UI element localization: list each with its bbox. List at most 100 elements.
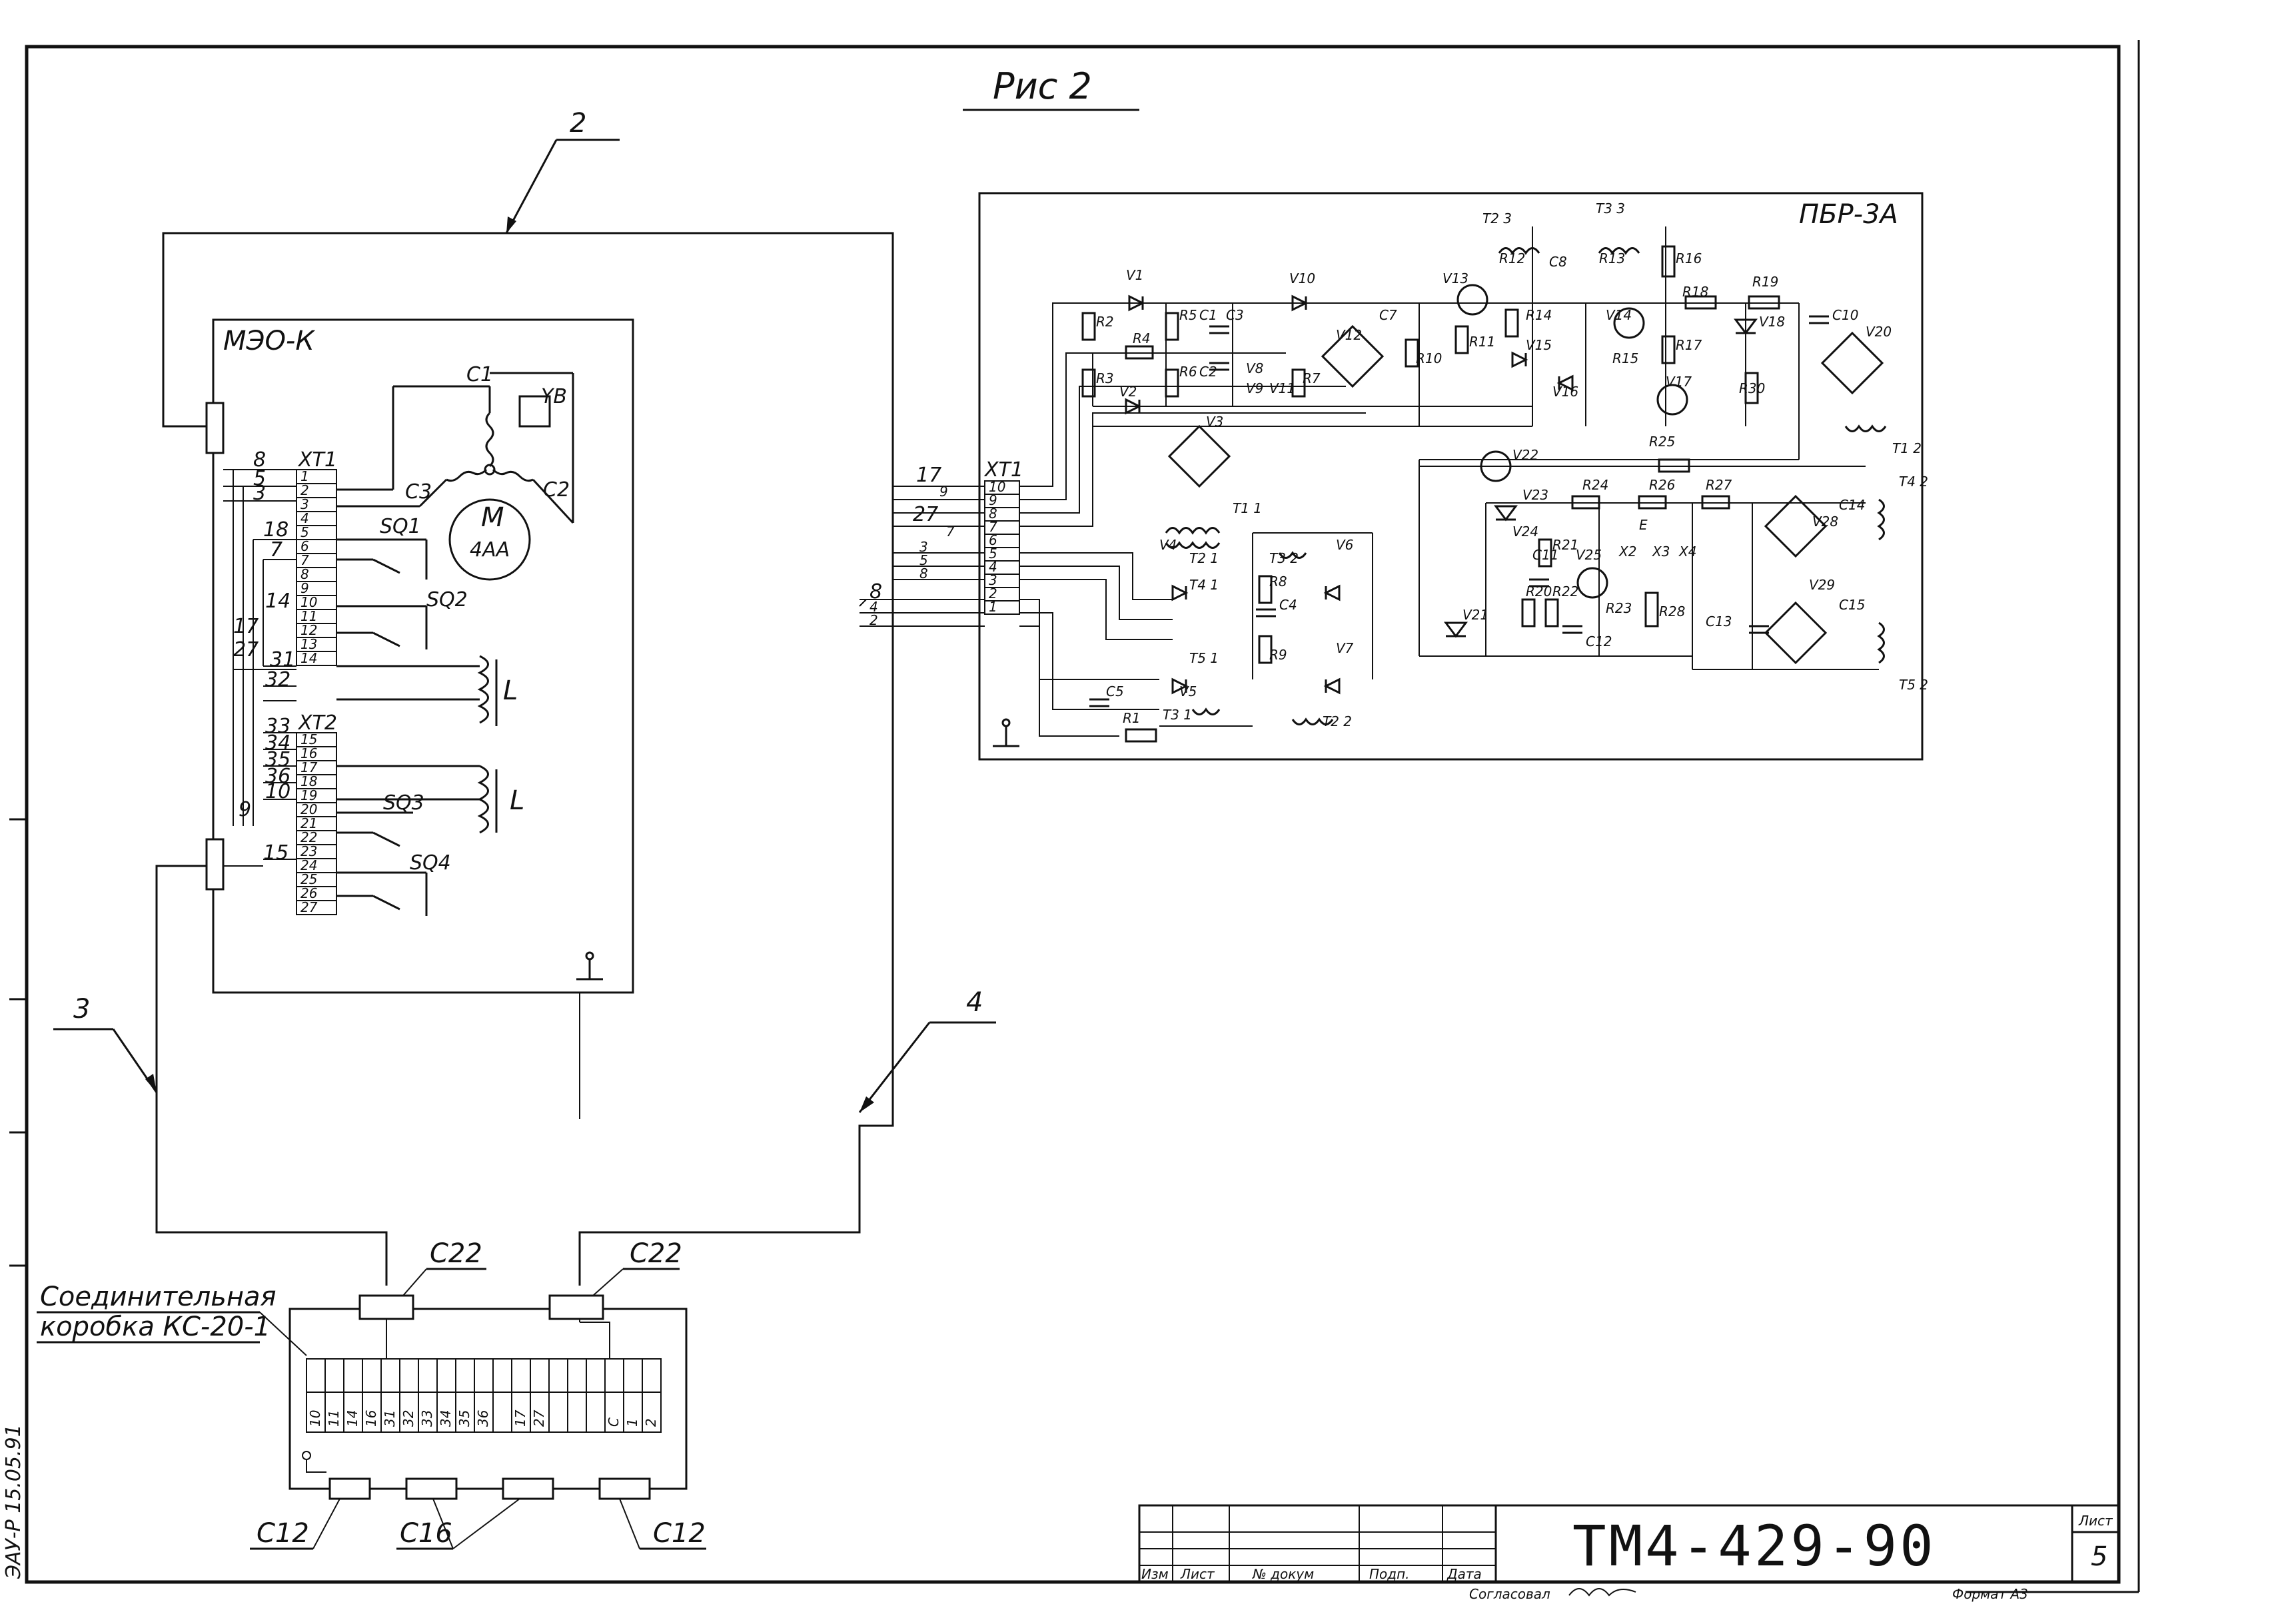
format-label: Формат А3 — [1952, 1586, 2028, 1602]
sq1-label: SQ1 — [380, 515, 421, 538]
c22-left-label: C22 — [430, 1238, 482, 1269]
xt2-terminal-number: 23 — [300, 843, 317, 859]
xt1-terminal-number: 5 — [300, 524, 309, 540]
component-label: C5 — [1106, 683, 1124, 699]
component-label: T2 1 — [1189, 550, 1219, 566]
yb-label: YB — [541, 385, 567, 408]
agreed-label: Согласовал — [1469, 1586, 1550, 1602]
box-terminal-number: 34 — [438, 1410, 454, 1427]
l1-label: L — [503, 675, 518, 706]
mzo-title: МЭО-К — [223, 326, 315, 356]
wire-label: 7 — [946, 524, 955, 540]
wire-label: 2 — [869, 612, 878, 628]
wire-label: 9 — [239, 798, 251, 821]
xt2-terminal-number: 18 — [300, 773, 317, 789]
l2-label: L — [510, 785, 524, 816]
component-label: V6 — [1336, 537, 1353, 553]
component-label: V3 — [1206, 414, 1223, 430]
component-label: V25 — [1576, 547, 1602, 563]
component-label: R7 — [1303, 370, 1321, 386]
rectifier-bridges — [1167, 324, 1884, 665]
c12-right-label: C12 — [653, 1518, 706, 1549]
document-code: ТМ4-429-90 — [1572, 1513, 1936, 1579]
component-label: R21 — [1552, 537, 1578, 553]
wire-label: 27 — [913, 503, 938, 526]
component-label: X4 — [1678, 544, 1696, 560]
component-label: R15 — [1612, 350, 1638, 366]
xt2-terminal-number: 16 — [300, 745, 317, 761]
sq4-label: SQ4 — [410, 851, 451, 875]
xt2-terminal-number: 17 — [300, 759, 318, 775]
wire-label: 3 — [253, 482, 266, 505]
box-title-line1: Соединительная — [40, 1282, 277, 1312]
component-label: R9 — [1269, 647, 1287, 663]
xt2-terminal-number: 15 — [300, 731, 317, 747]
component-label: C11 — [1532, 547, 1558, 563]
wire-label: 17 — [916, 464, 941, 487]
box-terminal-number: 32 — [400, 1410, 416, 1427]
xt2-terminal-number: 22 — [300, 829, 317, 845]
callout-3: 3 — [53, 994, 158, 1093]
mzo-ground-icon — [576, 951, 603, 981]
component-label: X2 — [1618, 544, 1636, 560]
component-label: T1 1 — [1233, 500, 1262, 516]
stamp-col-izm: Изм — [1141, 1566, 1169, 1582]
c16-connector-a — [405, 1477, 458, 1500]
wire-label: 4 — [869, 599, 878, 615]
pbr-ground-icon — [993, 718, 1019, 747]
component-label: T2 3 — [1482, 210, 1512, 226]
component-label: C13 — [1706, 613, 1732, 629]
xt2-terminal-number: 19 — [300, 787, 317, 803]
c16-connector-b — [502, 1477, 554, 1500]
stamp-col-list: Лист — [1180, 1566, 1215, 1582]
mzo-connector-bottom — [205, 838, 225, 891]
xt1-terminal-number: 13 — [300, 636, 317, 652]
inductor-l1 — [336, 655, 498, 726]
drawing-frame — [9, 40, 2140, 1593]
component-label: T4 2 — [1899, 474, 1928, 490]
wire-label: 3 — [919, 539, 928, 555]
pbr-terminal-number: 8 — [989, 506, 997, 522]
callout-4: 4 — [858, 987, 996, 1113]
stamp-col-date: Дата — [1446, 1566, 1482, 1582]
xt1-terminal-number: 6 — [300, 538, 309, 554]
signature-scribble — [1568, 1588, 1636, 1597]
component-label: R13 — [1599, 250, 1625, 266]
component-label: C8 — [1549, 254, 1567, 270]
wire-label: 14 — [265, 590, 290, 613]
component-label: V17 — [1666, 374, 1692, 390]
mzo-xt1-label: XT1 — [297, 448, 337, 472]
xt2-terminal-number: 25 — [300, 871, 317, 887]
component-label: C2 — [1199, 364, 1217, 380]
component-label: X3 — [1652, 544, 1670, 560]
component-label: R20 — [1526, 584, 1552, 600]
component-label: V2 — [1119, 384, 1137, 400]
c22-right-label: C22 — [630, 1238, 682, 1269]
transformers — [1165, 247, 1887, 725]
junction-box: Соединительная коробка КС-20-1 C22 C22 1… — [37, 1238, 706, 1550]
wire-label: 5 — [919, 552, 928, 568]
component-label: R18 — [1682, 284, 1708, 300]
component-label: V12 — [1336, 327, 1362, 343]
component-label: T3 2 — [1269, 550, 1299, 566]
xt1-terminal-number: 11 — [300, 608, 317, 624]
component-label: R26 — [1649, 477, 1675, 493]
wire-label: 15 — [263, 841, 288, 865]
c1-label: C1 — [466, 363, 493, 386]
box-terminal-cell — [642, 1358, 662, 1433]
stamp-col-doc: № докум — [1252, 1566, 1314, 1582]
sq2-label: SQ2 — [426, 588, 468, 611]
box-terminal-number: 2 — [643, 1418, 659, 1427]
pbr-xt1-label: XT1 — [983, 458, 1023, 482]
component-label: V22 — [1512, 447, 1538, 463]
wire-label: 36 — [265, 765, 290, 788]
component-label: V7 — [1336, 640, 1354, 656]
motor-type-label: 4АА — [470, 538, 510, 562]
pbr-title: ПБР-3А — [1799, 199, 1898, 230]
wire-label: 33 — [265, 715, 290, 738]
box-terminal-number: 27 — [531, 1409, 547, 1427]
component-label: R23 — [1606, 600, 1632, 616]
